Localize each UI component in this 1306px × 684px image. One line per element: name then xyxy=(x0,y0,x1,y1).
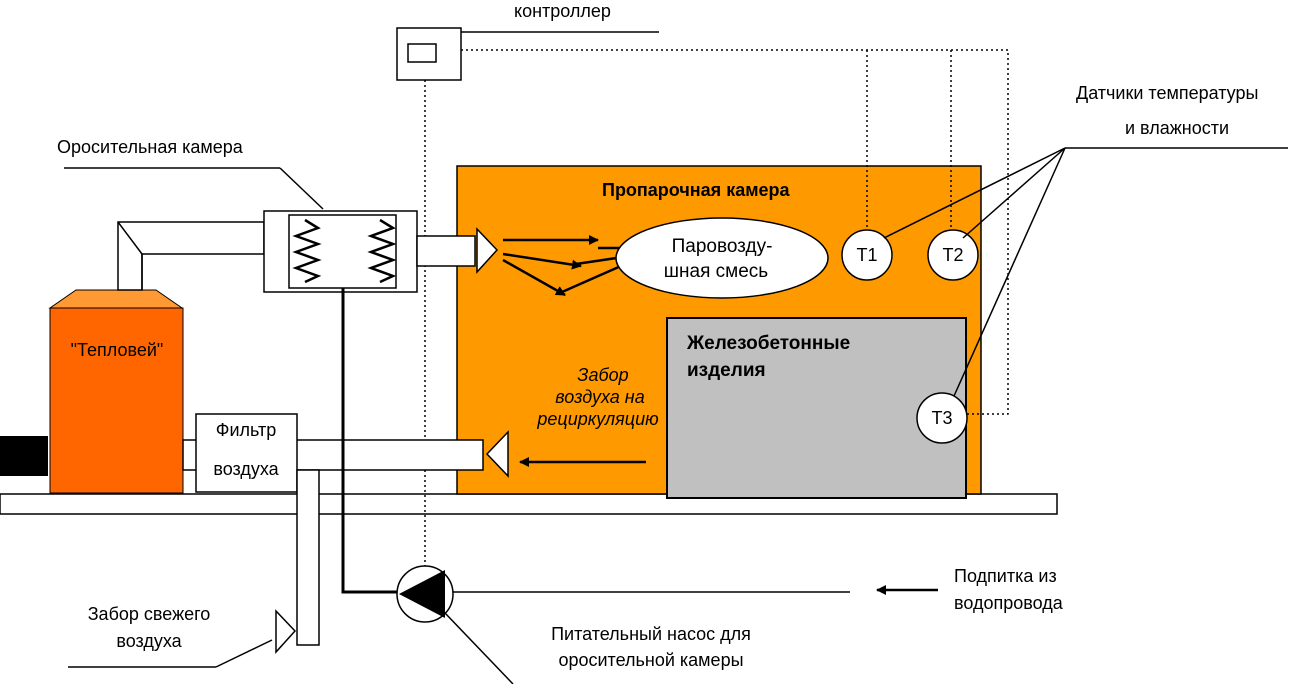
controller-display xyxy=(407,43,437,63)
water-supply-label-2: водопровода xyxy=(954,593,1064,613)
sensor-t2 xyxy=(927,229,979,281)
concrete-products xyxy=(666,317,967,499)
steam-air-mixture xyxy=(615,217,829,299)
fresh-air-pipe xyxy=(296,469,320,646)
sensors-label: Датчики температуры xyxy=(1076,83,1258,103)
heater-body xyxy=(49,307,184,494)
recirculation-label-1: Забор xyxy=(577,365,628,385)
controller-label: контроллер xyxy=(514,1,611,21)
steam-arrows xyxy=(502,235,631,297)
fresh-air-nozzle xyxy=(275,609,297,654)
heater-duct xyxy=(117,221,265,291)
pump-label-2: оросительной камеры xyxy=(558,650,743,670)
sensor-t3 xyxy=(916,392,968,444)
sensor-t3-label: T3 xyxy=(931,408,952,428)
mixture-label-1: Паровозду- xyxy=(672,236,773,257)
recirculation-label-2: воздуха на xyxy=(555,387,644,407)
sensors-label-2: и влажности xyxy=(1125,118,1229,138)
steam-chamber-label: Пропарочная камера xyxy=(602,180,791,200)
sensor-t2-label: T2 xyxy=(942,245,963,265)
heater-top xyxy=(48,289,184,309)
filter-label-1: Фильтр xyxy=(216,420,276,440)
heating-coil-right xyxy=(367,218,397,284)
sensor-leaders xyxy=(883,147,1288,397)
filter-label-2: воздуха xyxy=(213,459,279,479)
products-label-1: Железобетонные xyxy=(686,333,850,354)
supply-duct xyxy=(416,235,476,267)
heater-label: "Тепловей" xyxy=(71,340,164,360)
recirculation-label-3: рециркуляцию xyxy=(536,409,658,429)
pump-leader xyxy=(444,612,514,684)
sensor-t1 xyxy=(841,229,893,281)
spray-coil-box xyxy=(288,214,397,289)
burner xyxy=(0,436,48,476)
pump-label-1: Питательный насос для xyxy=(551,624,751,644)
spray-chamber-label: Оросительная камера xyxy=(57,137,244,157)
sensor-t1-label: T1 xyxy=(856,245,877,265)
air-filter xyxy=(195,413,298,493)
fresh-air-label-1: Забор свежего xyxy=(88,604,211,624)
water-supply-label-1: Подпитка из xyxy=(954,566,1057,586)
water-pipe xyxy=(341,288,397,594)
pump-triangle xyxy=(399,570,445,618)
products-label-2: изделия xyxy=(687,360,766,381)
heating-coil-left xyxy=(292,218,322,284)
supply-nozzle xyxy=(476,227,499,274)
fresh-air-label-2: воздуха xyxy=(116,631,182,651)
return-nozzle xyxy=(485,430,509,478)
mixture-label-2: шная смесь xyxy=(664,261,768,282)
